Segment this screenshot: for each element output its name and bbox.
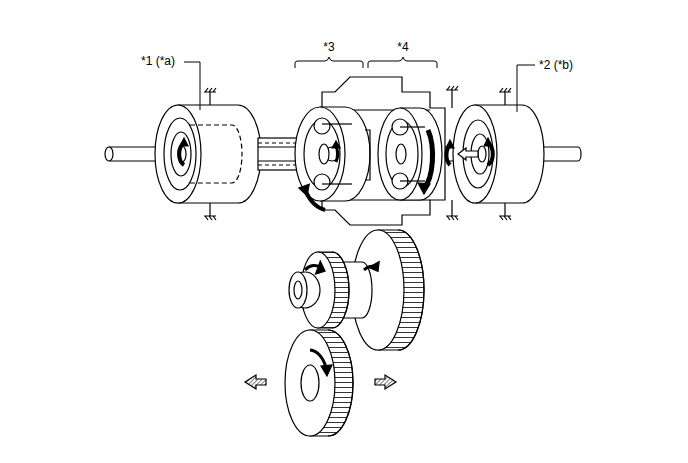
callout-label: *4 (397, 40, 408, 54)
brace (368, 57, 437, 68)
leader-line (184, 62, 200, 110)
planetary-set-rear (378, 108, 442, 200)
brace (295, 57, 363, 68)
direction-arrow-left (245, 375, 266, 389)
leader-line (517, 65, 535, 112)
counter-driven-gear (340, 230, 424, 350)
drive-pinion-gear (289, 252, 349, 328)
callout-label: *2 (*b) (539, 58, 573, 72)
ring-gear (285, 330, 353, 436)
brake-left (155, 88, 261, 220)
brake-right (446, 86, 544, 220)
callout-label: *1 (*a) (141, 54, 175, 68)
callout-label: *3 (323, 40, 334, 54)
planetary-set-front (295, 107, 370, 210)
direction-arrow-right (375, 375, 396, 389)
